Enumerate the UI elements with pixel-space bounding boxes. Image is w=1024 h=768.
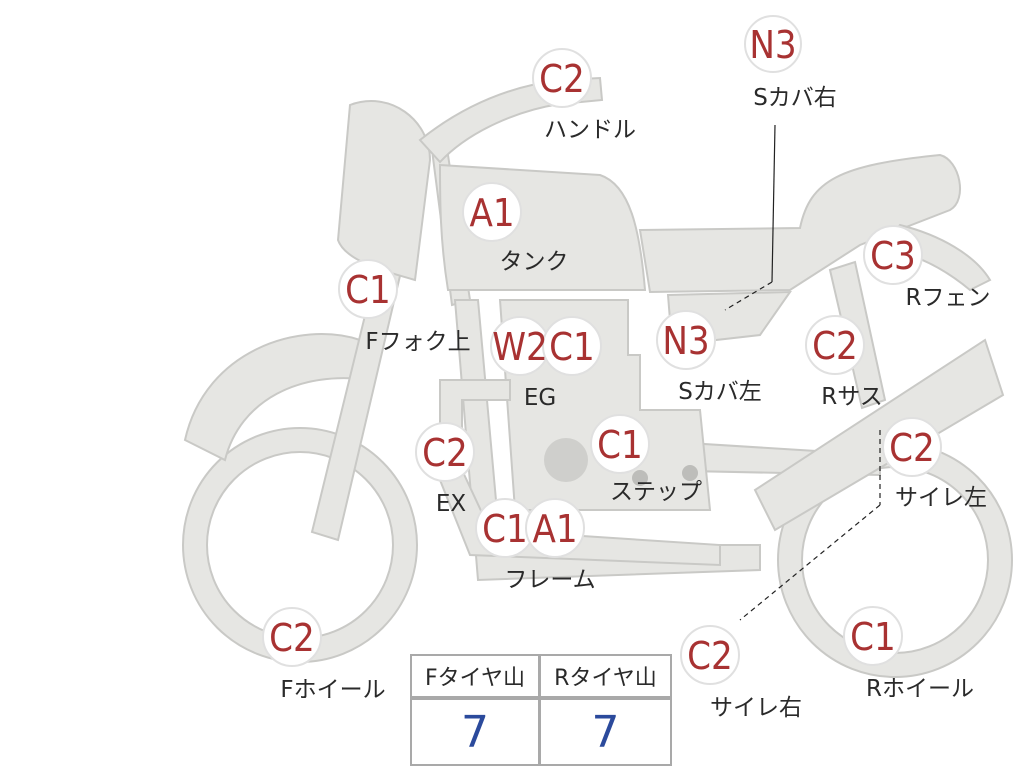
- callout-tank: A1 タンク: [462, 182, 569, 275]
- callout-frame: C1 A1 フレーム: [475, 498, 596, 593]
- label-tank: タンク: [500, 249, 569, 275]
- grade-rear-wheel: C1: [850, 615, 896, 659]
- seat-shape: [638, 153, 962, 294]
- label-front-wheel: Fホイール: [280, 677, 385, 703]
- grade-engine-2: C1: [549, 325, 595, 369]
- grade-muffler-right: C2: [687, 634, 733, 678]
- label-rear-wheel: Rホイール: [866, 676, 974, 702]
- callout-rear-suspension: C2 Rサス: [805, 315, 883, 410]
- rear-tire-header: Rタイヤ山: [541, 656, 670, 700]
- callout-handle: C2 ハンドル: [532, 48, 636, 143]
- grade-frame-2: A1: [532, 507, 577, 551]
- engine-case-shape: [544, 438, 588, 482]
- front-tire-value: 7: [412, 700, 541, 764]
- label-side-cover-right: Sカバ右: [753, 85, 837, 111]
- callout-engine: W2 C1 EG: [490, 316, 602, 411]
- grade-rear-fender: C3: [870, 234, 916, 278]
- label-step: ステップ: [610, 479, 702, 505]
- callout-rear-fender: C3 Rフェン: [863, 225, 991, 311]
- tire-tread-table: Fタイヤ山 Rタイヤ山 7 7: [410, 654, 672, 766]
- leader-lines: [724, 124, 881, 621]
- callout-muffler-right: C2 サイレ右: [680, 625, 802, 721]
- label-handle: ハンドル: [544, 117, 636, 143]
- label-front-fork-upper: Fフォク上: [365, 329, 470, 355]
- callout-side-cover-left: N3 Sカバ左: [656, 310, 762, 405]
- front-tire-header: Fタイヤ山: [412, 656, 541, 700]
- headlight-shape: [336, 100, 432, 282]
- label-exhaust: EX: [436, 491, 467, 517]
- muffler-right-leader: [739, 504, 881, 621]
- grade-exhaust: C2: [422, 431, 468, 475]
- callout-front-wheel: C2 Fホイール: [262, 607, 386, 703]
- label-rear-suspension: Rサス: [821, 384, 883, 410]
- callout-front-fork-upper: C1 Fフォク上: [338, 259, 471, 355]
- label-frame: フレーム: [504, 567, 595, 593]
- label-muffler-right: サイレ右: [710, 695, 802, 721]
- grade-handle: C2: [539, 57, 585, 101]
- muffler-shape: [753, 338, 1005, 532]
- grade-muffler-left: C2: [889, 426, 935, 470]
- rear-tire-value: 7: [591, 706, 620, 758]
- callout-rear-wheel: C1 Rホイール: [843, 606, 974, 702]
- motorcycle-silhouette: [182, 76, 1013, 678]
- grade-front-wheel: C2: [269, 616, 315, 660]
- callout-side-cover-right: N3 Sカバ右: [744, 15, 837, 111]
- callout-exhaust: C2 EX: [415, 422, 475, 517]
- grade-step: C1: [597, 423, 643, 467]
- label-side-cover-left: Sカバ左: [678, 379, 762, 405]
- grade-frame-1: C1: [482, 507, 528, 551]
- grade-side-cover-left: N3: [662, 319, 709, 363]
- callout-muffler-left: C2 サイレ左: [882, 417, 987, 511]
- label-engine: EG: [524, 385, 556, 411]
- grade-engine-1: W2: [492, 325, 548, 369]
- grade-rear-suspension: C2: [812, 324, 858, 368]
- side-cover-right-leader: [771, 124, 776, 283]
- grade-front-fork-upper: C1: [345, 268, 391, 312]
- label-muffler-left: サイレ左: [895, 485, 987, 511]
- grade-tank: A1: [469, 191, 514, 235]
- grade-side-cover-right: N3: [749, 23, 796, 67]
- label-rear-fender: Rフェン: [906, 285, 991, 311]
- callout-step: C1 ステップ: [590, 414, 702, 505]
